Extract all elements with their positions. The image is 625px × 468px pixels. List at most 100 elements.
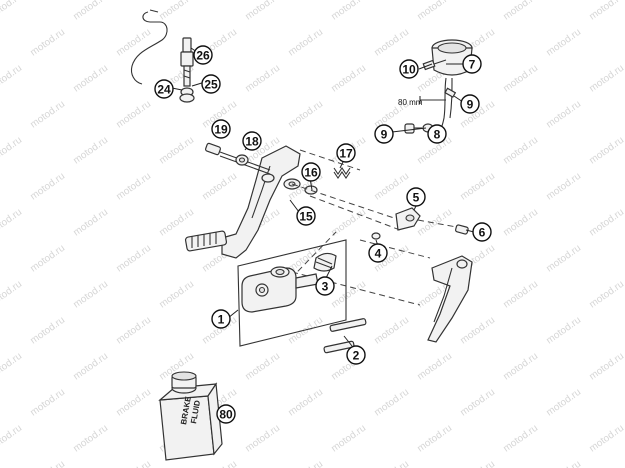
callout-15: 15 (296, 206, 316, 226)
callout-number: 8 (434, 128, 441, 142)
watermark-text: motod.ru (329, 207, 368, 239)
watermark-text: motod.ru (71, 351, 110, 383)
clevis (371, 207, 469, 240)
watermark-text: motod.ru (114, 315, 153, 347)
watermark-text: motod.ru (71, 423, 110, 455)
watermark-text: motod.ru (286, 99, 325, 131)
callout-number: 80 (219, 408, 233, 422)
watermark-text: motod.ru (544, 99, 583, 131)
callout-number: 17 (339, 147, 353, 161)
watermark-text: motod.ru (501, 207, 540, 239)
return-spring (333, 167, 351, 179)
callout-number: 2 (353, 349, 360, 363)
watermark-text: motod.ru (501, 351, 540, 383)
callout-circle (211, 309, 231, 329)
watermark-text: motod.ru (286, 315, 325, 347)
callout-number: 16 (304, 166, 318, 180)
watermark-text: motod.ru (544, 315, 583, 347)
callout-circle (211, 119, 231, 139)
watermark-text: motod.ru (587, 0, 625, 22)
watermark-text: motod.ru (71, 135, 110, 167)
watermark-text: motod.ru (372, 387, 411, 419)
watermark-text: motod.ru (458, 315, 497, 347)
watermark-text: motod.ru (372, 315, 411, 347)
watermark-text: motod.ru (28, 99, 67, 131)
watermark-text: motod.ru (544, 387, 583, 419)
callout-circle (301, 162, 321, 182)
watermark-text: motod.ru (157, 0, 196, 22)
watermark-text: motod.ru (587, 423, 625, 455)
watermark-text: motod.ru (0, 63, 24, 95)
callout-number: 25 (204, 78, 218, 92)
watermark-text: motod.ru (587, 279, 625, 311)
callout-17: 17 (336, 143, 356, 163)
watermark-text: motod.ru (587, 135, 625, 167)
watermark-text: motod.ru (243, 63, 282, 95)
watermark-text: motod.ru (114, 243, 153, 275)
watermark-text: motod.ru (71, 63, 110, 95)
watermark-text: motod.ru (501, 135, 540, 167)
watermark-text: motod.ru (0, 423, 24, 455)
watermark-text: motod.ru (28, 315, 67, 347)
callout-circle (315, 276, 335, 296)
watermark-text: motod.ru (372, 459, 411, 468)
callout-circle (201, 74, 221, 94)
watermark-text: motod.ru (28, 27, 67, 59)
watermark-text: motod.ru (200, 171, 239, 203)
watermark-text: motod.ru (501, 423, 540, 455)
watermark-text: motod.ru (501, 0, 540, 22)
watermark-text: motod.ru (157, 279, 196, 311)
callout-number: 5 (413, 191, 420, 205)
callout-circle (472, 222, 492, 242)
watermark-text: motod.ru (501, 63, 540, 95)
callout-circle (296, 206, 316, 226)
watermark-text: motod.ru (0, 0, 24, 22)
callout-3: 3 (315, 276, 335, 296)
callout-8: 8 (427, 124, 447, 144)
watermark-text: motod.ru (415, 351, 454, 383)
callout-18: 18 (242, 131, 262, 151)
dimension-label: 80 mm (398, 98, 423, 107)
callout-number: 9 (467, 98, 474, 112)
watermark-text: motod.ru (0, 207, 24, 239)
brake-fluid-bottle: BRAKE FLUID (158, 371, 223, 461)
callout-number: 24 (157, 83, 171, 97)
pivot-bolt (205, 142, 271, 175)
callout-number: 7 (469, 58, 476, 72)
watermark-text: motod.ru (415, 0, 454, 22)
callout-circle (399, 59, 419, 79)
callout-circle (374, 124, 394, 144)
watermark-text: motod.ru (286, 27, 325, 59)
callout-number: 18 (245, 135, 259, 149)
master-cylinder-panel (237, 239, 367, 354)
watermark-text: motod.ru (28, 171, 67, 203)
callout-25: 25 (201, 74, 221, 94)
callout-24: 24 (154, 79, 174, 99)
watermark-text: motod.ru (157, 207, 196, 239)
watermark-text: motod.ru (157, 135, 196, 167)
callout-number: 15 (299, 210, 313, 224)
watermark-text: motod.ru (28, 387, 67, 419)
watermark-text: motod.ru (0, 279, 24, 311)
watermark-text: motod.ru (28, 243, 67, 275)
watermark-text: motod.ru (286, 459, 325, 468)
watermark-text: motod.ru (372, 27, 411, 59)
callout-2: 2 (346, 345, 366, 365)
watermark-text: motod.ru (200, 459, 239, 468)
callout-16: 16 (301, 162, 321, 182)
frame-bracket (427, 255, 473, 343)
watermark-text: motod.ru (415, 423, 454, 455)
callout-circle (242, 131, 262, 151)
watermark-text: motod.ru (329, 63, 368, 95)
callout-circle (368, 243, 388, 263)
callout-5: 5 (406, 187, 426, 207)
watermark-text: motod.ru (458, 171, 497, 203)
watermark-text: motod.ru (0, 351, 24, 383)
fluid-reservoir (404, 39, 473, 135)
watermark-text: motod.ru (114, 459, 153, 468)
callout-circle (346, 345, 366, 365)
watermark-text: motod.ru (587, 207, 625, 239)
watermark-text: motod.ru (71, 279, 110, 311)
